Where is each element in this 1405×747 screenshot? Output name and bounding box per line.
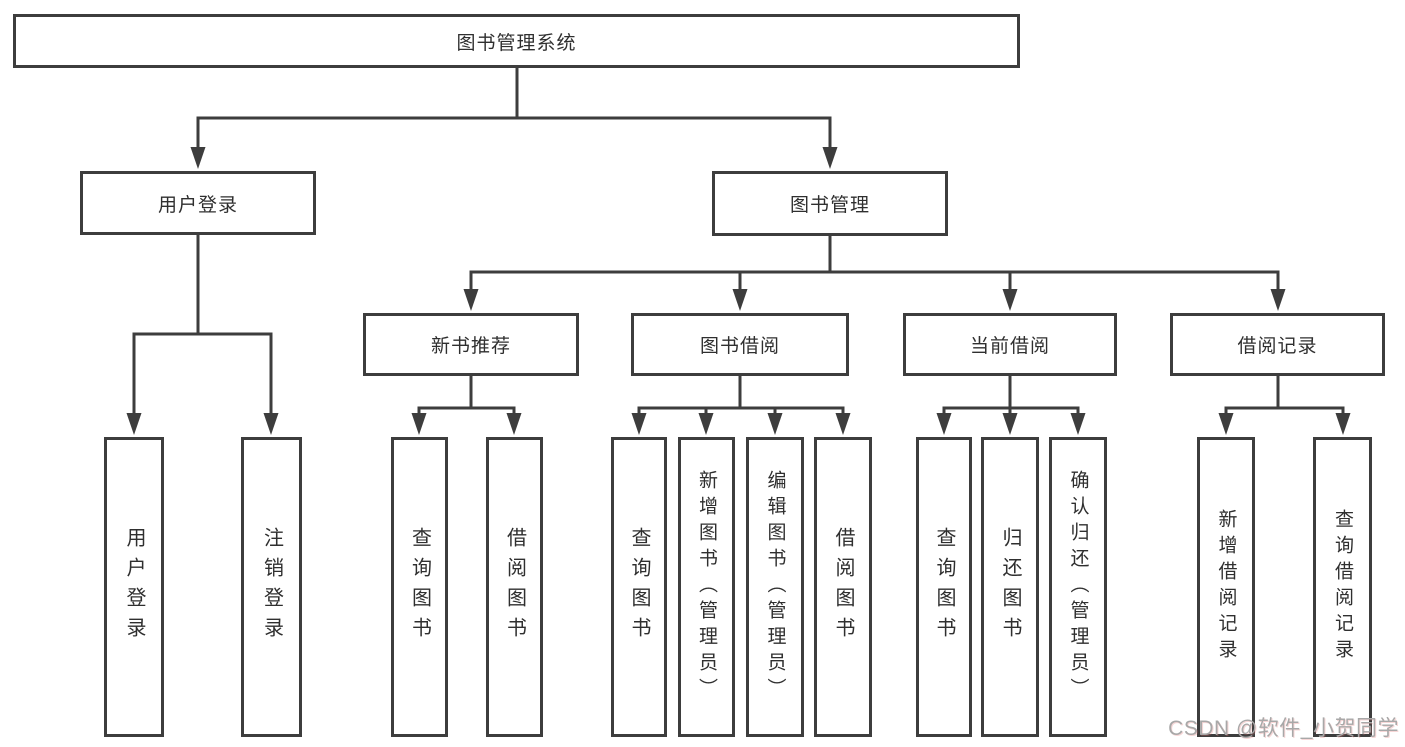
- leaf-query-borrow-record-label: 查询借阅记录: [1332, 509, 1353, 665]
- node-system-root-label: 图书管理系统: [456, 32, 577, 54]
- leaf-logout: 注销登录: [241, 437, 302, 737]
- node-borrowing-records-label: 借阅记录: [1237, 336, 1318, 357]
- leaf-add-borrow-record-label: 新增借阅记录: [1215, 509, 1237, 665]
- leaf-query-books-2-label: 查询图书: [628, 527, 650, 647]
- node-current-borrowing-label: 当前借阅: [969, 336, 1050, 357]
- leaf-query-books-2: 查询图书: [611, 437, 667, 737]
- leaf-user-login-label: 用户登录: [123, 527, 145, 647]
- leaf-confirm-return-admin-label: 确认归还（管理员）: [1067, 470, 1089, 704]
- leaf-query-borrow-record: 查询借阅记录: [1313, 437, 1372, 737]
- leaf-query-books-1-label: 查询图书: [408, 527, 431, 647]
- leaf-query-books-1: 查询图书: [391, 437, 448, 737]
- leaf-add-book-admin: 新增图书（管理员）: [678, 437, 735, 737]
- leaf-return-book: 归还图书: [981, 437, 1039, 737]
- leaf-add-book-admin-label: 新增图书（管理员）: [696, 470, 717, 704]
- leaf-user-login: 用户登录: [104, 437, 164, 737]
- arrow-down-icons: [126, 147, 1351, 435]
- node-book-borrowing-label: 图书借阅: [699, 336, 780, 357]
- node-current-borrowing: 当前借阅: [903, 313, 1117, 376]
- node-system-root: 图书管理系统: [13, 14, 1020, 68]
- leaf-borrow-books-2: 借阅图书: [814, 437, 872, 737]
- leaf-logout-label: 注销登录: [260, 527, 283, 647]
- leaf-borrow-books-1-label: 借阅图书: [503, 527, 526, 647]
- node-user-login-label: 用户登录: [157, 194, 238, 216]
- leaf-borrow-books-2-label: 借阅图书: [832, 527, 854, 647]
- leaf-query-books-3: 查询图书: [916, 437, 972, 737]
- node-new-book-recommend-label: 新书推荐: [430, 336, 511, 357]
- leaf-return-book-label: 归还图书: [999, 527, 1021, 647]
- leaf-edit-book-admin-label: 编辑图书（管理员）: [764, 470, 786, 704]
- csdn-watermark: CSDN @软件_小贺同学: [1168, 717, 1399, 740]
- node-new-book-recommend: 新书推荐: [363, 313, 579, 376]
- node-book-borrowing: 图书借阅: [631, 313, 849, 376]
- node-user-login: 用户登录: [80, 171, 316, 235]
- leaf-query-books-3-label: 查询图书: [933, 527, 955, 647]
- leaf-confirm-return-admin: 确认归还（管理员）: [1049, 437, 1107, 737]
- node-book-management-label: 图书管理: [789, 195, 870, 216]
- node-borrowing-records: 借阅记录: [1170, 313, 1385, 376]
- leaf-edit-book-admin: 编辑图书（管理员）: [746, 437, 804, 737]
- node-book-management: 图书管理: [712, 171, 948, 236]
- leaf-borrow-books-1: 借阅图书: [486, 437, 543, 737]
- leaf-add-borrow-record: 新增借阅记录: [1197, 437, 1255, 737]
